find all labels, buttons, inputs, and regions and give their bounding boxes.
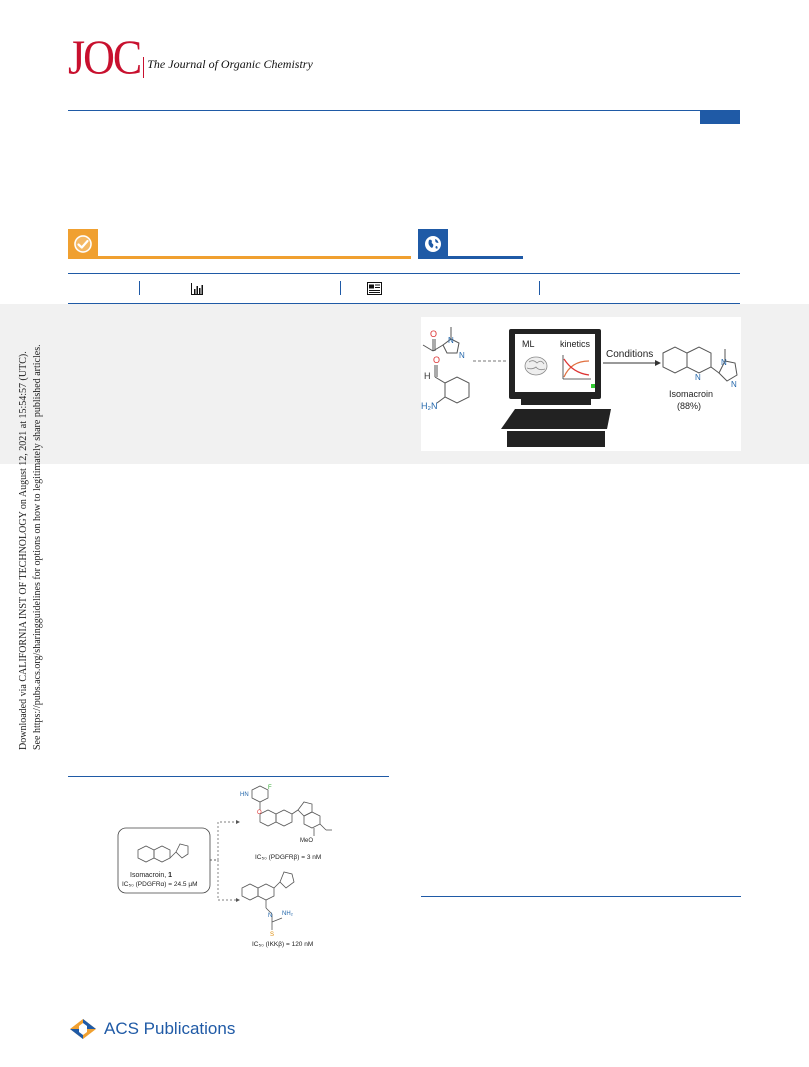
publisher-name: ACS Publications [104, 1019, 236, 1038]
download-line-2[interactable]: See https://pubs.acs.org/sharingguidelin… [32, 344, 43, 750]
computer-illustration [501, 329, 611, 447]
isomacroin-small-structure [137, 843, 189, 863]
ml-label: ML [522, 339, 535, 349]
pdgfr-beta-inhibitor-structure [251, 785, 332, 836]
top-ic50: IC₅₀ (PDGFRβ) = 3 nM [255, 854, 321, 861]
compound-ic50: IC₅₀ (PDGFRα) = 24.5 µM [122, 881, 197, 888]
globe-icon [418, 229, 448, 259]
download-line-1: Downloaded via CALIFORNIA INST OF TECHNO… [18, 351, 29, 750]
carbonyl-o: O [430, 329, 437, 339]
metrics-divider [139, 281, 140, 295]
meo-label: MeO [300, 838, 313, 844]
hydrazone-n: N [268, 913, 272, 919]
acetylimidazole-structure [422, 327, 460, 354]
journal-abbrev: JOC [68, 30, 142, 85]
imidazole-n2: N [459, 351, 465, 360]
aminobenzaldehyde-structure [434, 365, 470, 404]
figure-top-rule [68, 776, 389, 777]
product-n1: N [695, 373, 701, 382]
open-access-underline [448, 256, 523, 259]
product-n3: N [731, 380, 737, 389]
checkmark-icon [68, 229, 98, 259]
article-type-tab [700, 111, 740, 124]
journal-title: The Journal of Organic Chemistry [143, 57, 313, 78]
article-icon[interactable] [367, 282, 382, 300]
journal-logo[interactable]: JOC The Journal of Organic Chemistry [68, 30, 313, 85]
download-note: Downloaded via CALIFORNIA INST OF TECHNO… [0, 320, 43, 750]
product-n2: N [721, 358, 727, 367]
product-yield: (88%) [677, 401, 701, 411]
amine-label: H₂N [421, 401, 438, 411]
hn-label: HN [240, 792, 249, 798]
compound-name: Isomacroin, 1 [130, 872, 172, 879]
metrics-top-rule [68, 273, 740, 274]
acs-publications-logo[interactable]: ACS Publications [68, 1014, 235, 1044]
right-column-rule [421, 896, 741, 897]
compound-box [117, 827, 211, 894]
kinetics-plot-icon [562, 355, 591, 380]
editors-choice-underline [98, 256, 411, 259]
conditions-label: Conditions [606, 349, 653, 360]
metrics-divider [539, 281, 540, 295]
aldehyde-h: H [424, 371, 431, 381]
bottom-ic50: IC₅₀ (IKKβ) = 120 nM [252, 941, 313, 948]
figure-1: Isomacroin, 1 IC₅₀ (PDGFRα) = 24.5 µM HN… [100, 784, 370, 954]
acs-hexagon-icon [70, 1019, 96, 1039]
product-name: Isomacroin [669, 389, 713, 399]
f-label: F [268, 785, 272, 791]
kinetics-label: kinetics [560, 339, 591, 349]
brain-icon [524, 356, 548, 376]
metrics-bottom-rule [68, 303, 740, 304]
header-rule [68, 110, 740, 111]
bar-chart-icon[interactable] [190, 282, 204, 301]
aldehyde-o: O [433, 355, 440, 365]
imidazole-n1: N [448, 336, 454, 345]
metrics-divider [340, 281, 341, 295]
toc-graphic: O N N H O H₂N ML kinetics [421, 317, 741, 451]
isomacroin-structure [662, 346, 738, 382]
editors-choice-badge[interactable] [68, 229, 411, 259]
open-access-badge[interactable] [418, 229, 523, 259]
s-label: S [270, 932, 274, 938]
o-label: O [257, 810, 262, 816]
ikk-beta-inhibitor-structure [241, 871, 295, 930]
nh2-label: NH₂ [282, 911, 294, 917]
